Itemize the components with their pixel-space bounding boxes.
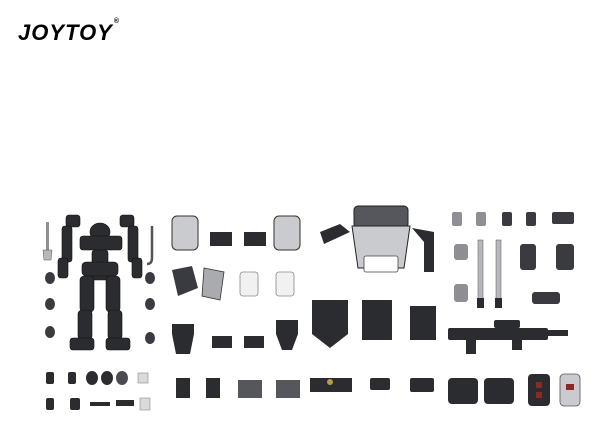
robot-frame-figure (57, 214, 143, 351)
shovel-tool (42, 222, 53, 261)
brand-name: JOYTOY (18, 20, 113, 45)
small-parts-row (46, 371, 151, 411)
bottom-claws (176, 378, 300, 398)
blade-weapons (477, 239, 502, 308)
boot-parts (448, 373, 581, 407)
armor-shoulder-parts (171, 215, 301, 251)
chest-armor-parts (310, 300, 436, 392)
right-upper-parts (452, 212, 574, 304)
rifle-weapon (448, 320, 568, 354)
hook-tool (146, 226, 154, 266)
hand-parts-left (45, 272, 155, 344)
gold-detail (327, 379, 333, 385)
brand-logo: JOYTOY® (18, 18, 121, 46)
registered-mark: ® (113, 18, 121, 25)
joint-clamps (172, 320, 298, 354)
armor-plates (172, 266, 295, 301)
mech-torso (320, 205, 434, 273)
